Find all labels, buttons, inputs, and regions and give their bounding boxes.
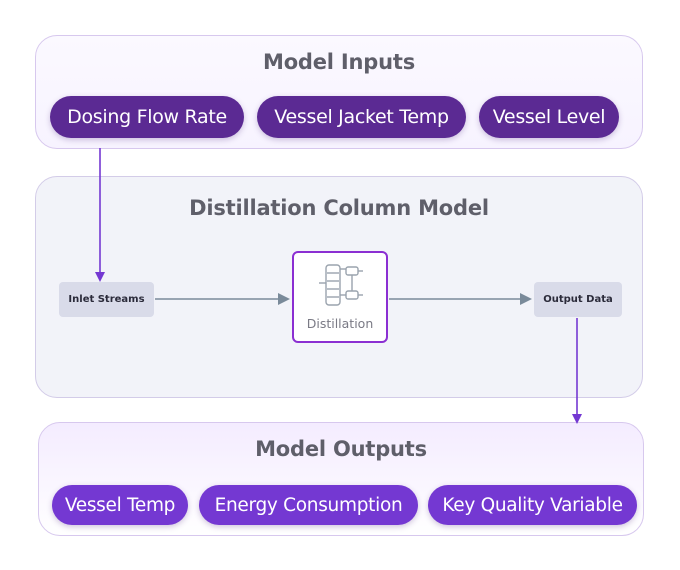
input-dosing-flow-rate: Dosing Flow Rate [50,96,244,138]
input-vessel-jacket-temp: Vessel Jacket Temp [257,96,466,138]
inlet-streams-node: Inlet Streams [59,282,154,317]
output-data-node: Output Data [534,282,622,317]
distillation-column-icon [319,264,363,306]
output-key-quality-variable: Key Quality Variable [428,485,637,525]
model-inputs-title: Model Inputs [263,50,415,74]
output-vessel-temp: Vessel Temp [52,485,188,525]
distillation-model-title: Distillation Column Model [189,196,489,220]
distillation-node: Distillation [292,251,388,343]
output-energy-consumption: Energy Consumption [199,485,418,525]
model-outputs-title: Model Outputs [255,437,427,461]
distillation-label: Distillation [306,316,374,331]
input-vessel-level: Vessel Level [479,96,619,138]
